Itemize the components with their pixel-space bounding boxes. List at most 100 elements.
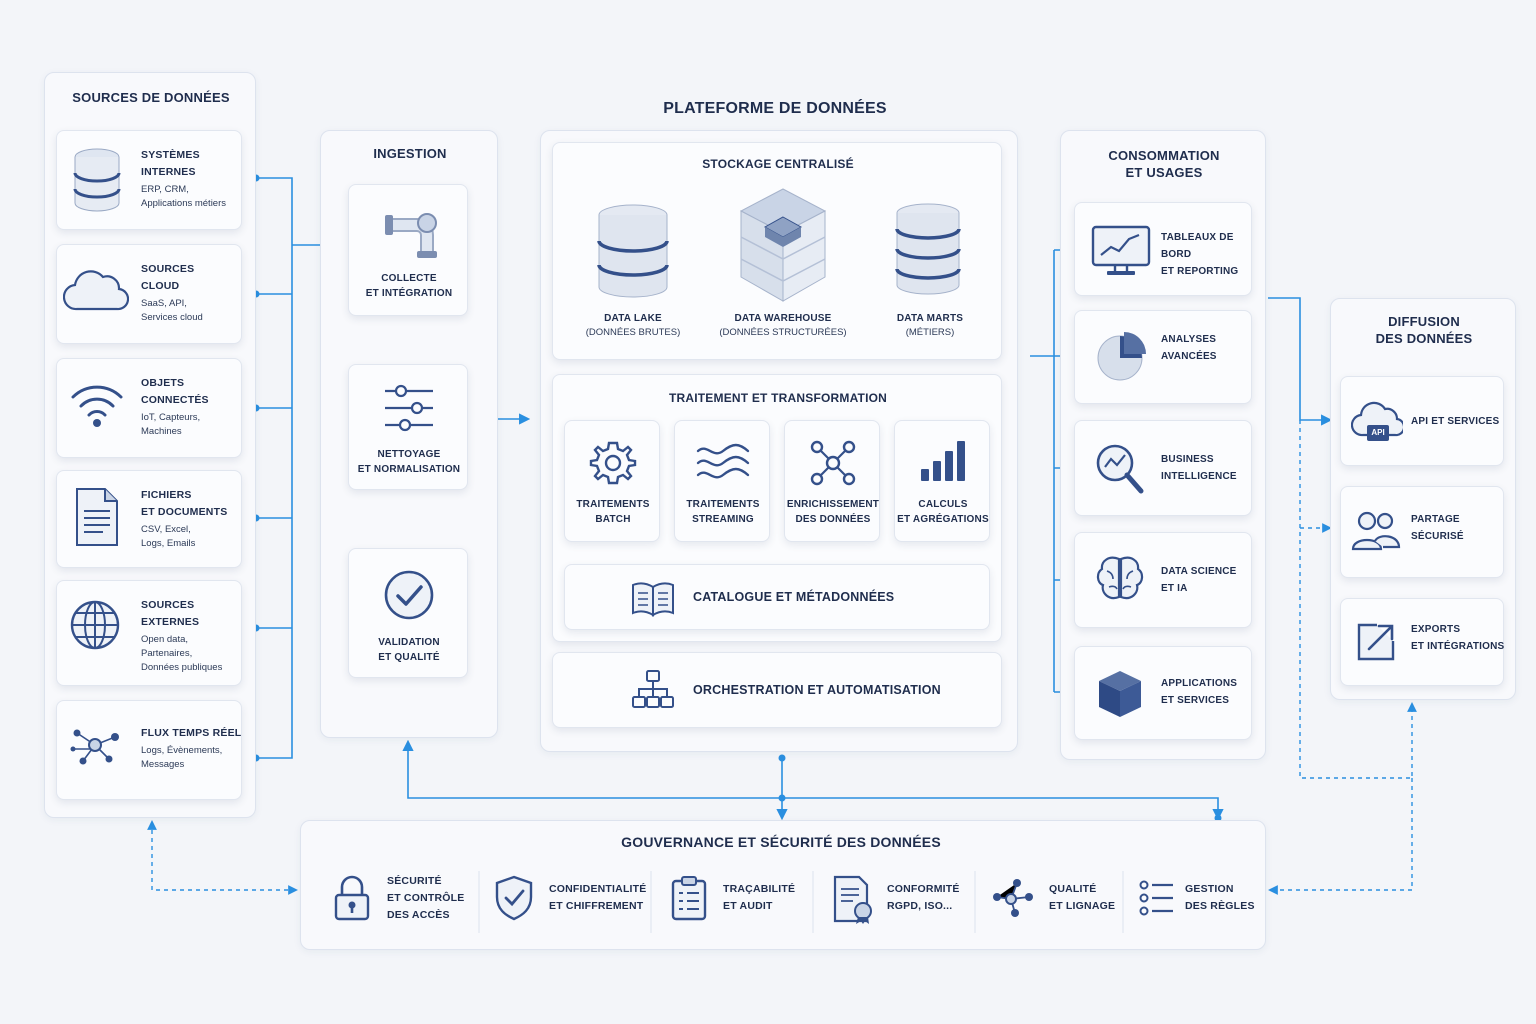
cloud-icon xyxy=(63,270,129,311)
diffusion-label-line2: SÉCURISÉ xyxy=(1411,531,1464,542)
governance-label-line2: DES RÈGLES xyxy=(1185,900,1255,912)
source-title-line1: FICHIERS xyxy=(141,489,192,501)
ingestion-label-line2: ET INTÉGRATION xyxy=(365,288,453,299)
diffusion-card-exports[interactable]: EXPORTS ET INTÉGRATIONS xyxy=(1340,598,1504,686)
monitor-chart-icon xyxy=(1091,225,1151,275)
governance-label-line1: GESTION xyxy=(1185,883,1234,895)
ingestion-card-clean[interactable]: NETTOYAGE ET NORMALISATION xyxy=(348,364,468,490)
diffusion-title-line2: DES DONNÉES xyxy=(1375,331,1473,346)
consumption-label-line2: ET SERVICES xyxy=(1161,695,1230,706)
shield-check-icon xyxy=(495,875,533,921)
governance-label-line1: SÉCURITÉ xyxy=(387,875,442,887)
consumption-label-line1: ANALYSES xyxy=(1161,334,1217,345)
source-title-line1: OBJETS xyxy=(141,377,185,389)
orchestration-bar[interactable]: ORCHESTRATION ET AUTOMATISATION xyxy=(552,652,1002,728)
source-card-external[interactable]: SOURCES EXTERNES Open data, Partenaires,… xyxy=(56,580,242,686)
consumption-card-applications[interactable]: APPLICATIONS ET SERVICES xyxy=(1074,646,1252,740)
storage-section: STOCKAGE CENTRALISÉ DATA LAKE (DONNÉES B… xyxy=(552,142,1002,360)
process-label-line1: CALCULS xyxy=(918,499,968,510)
waves-icon xyxy=(696,443,750,479)
sliders-icon xyxy=(385,384,433,432)
source-desc-line1: IoT, Capteurs, xyxy=(141,412,201,423)
consumption-title-line2: ET USAGES xyxy=(1125,165,1203,180)
certificate-icon xyxy=(833,875,872,924)
sources-title: SOURCES DE DONNÉES xyxy=(72,90,230,105)
governance-label-line1: QUALITÉ xyxy=(1049,883,1097,895)
storage-label-line2: (DONNÉES BRUTES) xyxy=(585,327,681,338)
source-card-cloud[interactable]: SOURCES CLOUD SaaS, API, Services cloud xyxy=(56,244,242,344)
process-card-batch[interactable]: TRAITEMENTS BATCH xyxy=(564,420,660,542)
process-label-line1: TRAITEMENTS xyxy=(686,499,760,510)
ingestion-label-line2: ET NORMALISATION xyxy=(357,464,461,475)
source-desc-line1: SaaS, API, xyxy=(141,298,187,309)
consumption-card-analytics[interactable]: ANALYSES AVANCÉES xyxy=(1074,310,1252,404)
catalog-label: CATALOGUE ET MÉTADONNÉES xyxy=(693,590,895,604)
process-card-streaming[interactable]: TRAITEMENTS STREAMING xyxy=(674,420,770,542)
governance-dividers xyxy=(478,871,1124,933)
consumption-card-datascience[interactable]: DATA SCIENCE ET IA xyxy=(1074,532,1252,628)
source-card-iot[interactable]: OBJETS CONNECTÉS IoT, Capteurs, Machines xyxy=(56,358,242,458)
source-desc-line2: Services cloud xyxy=(141,312,203,323)
consumption-label-line2: AVANCÉES xyxy=(1161,351,1217,362)
ingestion-label-line1: COLLECTE xyxy=(381,273,437,284)
diffusion-card-sharing[interactable]: PARTAGE SÉCURISÉ xyxy=(1340,486,1504,578)
pipe-icon xyxy=(385,213,437,258)
storage-label-line1: DATA LAKE xyxy=(604,313,662,324)
diffusion-card-api[interactable]: API API ET SERVICES xyxy=(1340,376,1504,466)
process-label-line2: STREAMING xyxy=(692,514,754,525)
diffusion-label-line1: EXPORTS xyxy=(1411,624,1461,635)
storage-label-line2: (MÉTIERS) xyxy=(905,327,955,338)
governance-panel: GOUVERNANCE ET SÉCURITÉ DES DONNÉES SÉCU… xyxy=(300,820,1266,950)
api-badge-text: API xyxy=(1371,428,1385,437)
ingestion-card-collect[interactable]: COLLECTE ET INTÉGRATION xyxy=(348,184,468,316)
process-card-enrichment[interactable]: ENRICHISSEMENT DES DONNÉES xyxy=(784,420,880,542)
source-desc-line3: Données publiques xyxy=(141,662,223,673)
diffusion-title-line1: DIFFUSION xyxy=(1388,314,1460,329)
governance-label-line2: ET CONTRÔLE xyxy=(387,892,465,904)
source-title-line1: FLUX TEMPS RÉEL xyxy=(141,727,242,739)
source-title-line2: CLOUD xyxy=(141,280,180,292)
source-desc-line2: Logs, Emails xyxy=(141,538,196,549)
governance-label-line2: RGPD, ISO... xyxy=(887,900,953,912)
storage-title: STOCKAGE CENTRALISÉ xyxy=(702,157,854,171)
ingestion-title: INGESTION xyxy=(373,146,447,161)
document-icon xyxy=(76,488,118,546)
governance-label-line2: ET LIGNAGE xyxy=(1049,900,1116,912)
source-card-internal[interactable]: SYSTÈMES INTERNES ERP, CRM, Applications… xyxy=(56,130,242,230)
diffusion-label-line1: PARTAGE xyxy=(1411,514,1460,525)
processing-title: TRAITEMENT ET TRANSFORMATION xyxy=(668,391,888,405)
source-card-files[interactable]: FICHIERS ET DOCUMENTS CSV, Excel, Logs, … xyxy=(56,470,242,568)
diffusion-label-line2: ET INTÉGRATIONS xyxy=(1411,641,1505,652)
source-title-line1: SOURCES xyxy=(141,263,195,275)
source-title-line2: ET DOCUMENTS xyxy=(141,506,228,518)
process-label-line1: TRAITEMENTS xyxy=(576,499,650,510)
ingestion-label-line1: VALIDATION xyxy=(378,637,440,648)
storage-label-line1: DATA WAREHOUSE xyxy=(734,313,832,324)
ingestion-card-validate[interactable]: VALIDATION ET QUALITÉ xyxy=(348,548,468,678)
consumption-card-dashboards[interactable]: TABLEAUX DE BORD ET REPORTING xyxy=(1074,202,1252,296)
source-desc-line1: Open data, xyxy=(141,634,189,645)
storage-label-line1: DATA MARTS xyxy=(896,313,964,324)
consumption-card-bi[interactable]: BUSINESS INTELLIGENCE xyxy=(1074,420,1252,516)
process-card-aggregation[interactable]: CALCULS ET AGRÉGATIONS xyxy=(894,420,990,542)
source-card-streaming[interactable]: FLUX TEMPS RÉEL Logs, Évènements, Messag… xyxy=(56,700,242,800)
rules-list-icon xyxy=(1139,880,1173,916)
source-desc-line1: ERP, CRM, xyxy=(141,184,189,195)
governance-label-line1: TRAÇABILITÉ xyxy=(723,883,796,895)
consumption-label-line2: ET IA xyxy=(1161,583,1188,594)
process-label-line1: ENRICHISSEMENT xyxy=(786,499,880,510)
platform-title: PLATEFORME DE DONNÉES xyxy=(663,100,887,117)
governance-label-line2: ET AUDIT xyxy=(723,900,773,912)
consumption-label-line1: DATA SCIENCE xyxy=(1161,566,1237,577)
data-warehouse-icon xyxy=(739,188,827,302)
lineage-nodes-icon xyxy=(993,879,1033,917)
export-icon xyxy=(1357,623,1395,661)
governance-label-line2: ET CHIFFREMENT xyxy=(549,900,644,912)
catalog-bar[interactable]: CATALOGUE ET MÉTADONNÉES xyxy=(564,564,990,630)
source-desc-line2: Partenaires, xyxy=(141,648,193,659)
source-desc-line2: Applications métiers xyxy=(141,198,227,209)
ingestion-label-line1: NETTOYAGE xyxy=(377,449,441,460)
process-label-line2: ET AGRÉGATIONS xyxy=(897,514,989,525)
cloud-api-icon xyxy=(1351,401,1403,441)
pie-chart-icon xyxy=(1097,332,1146,381)
